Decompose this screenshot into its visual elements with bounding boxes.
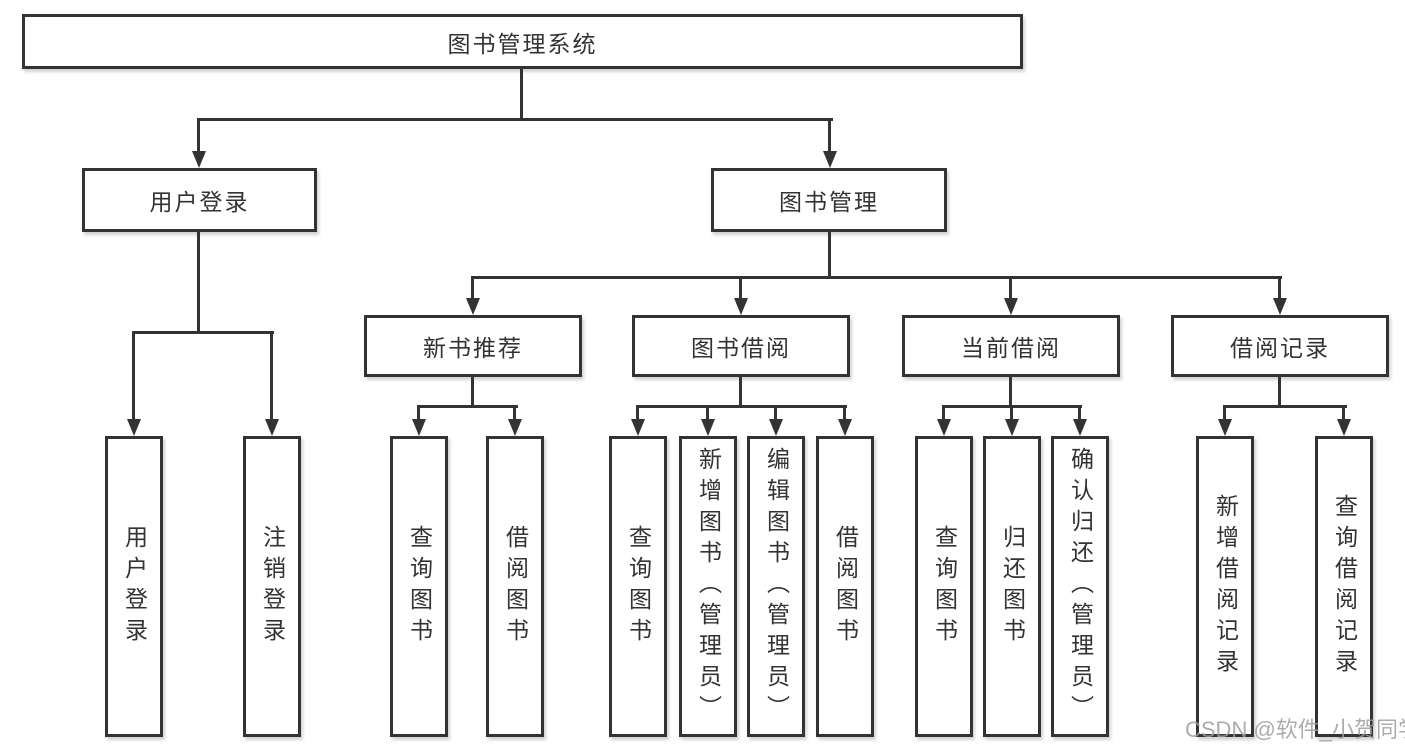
connector-line [739, 276, 742, 298]
arrowhead-down-icon [192, 151, 206, 168]
arrowhead-down-icon [1005, 419, 1019, 436]
csdn-watermark: CSDN @软件_小贺同学 [1185, 717, 1405, 742]
connector-line [828, 232, 831, 279]
connector-line [471, 276, 474, 298]
leaf-edit-book-admin: 编辑图书（管理员） [747, 436, 805, 737]
node-book-management: 图书管理 [711, 168, 947, 232]
leaf-borrow-books-borrowing: 借阅图书 [816, 436, 874, 737]
leaf-add-borrow-record: 新增借阅记录 [1196, 436, 1254, 737]
node-library-management-system: 图书管理系统 [22, 14, 1023, 69]
node-user-login: 用户登录 [82, 168, 317, 232]
connector-line [1278, 377, 1281, 408]
arrowhead-down-icon [265, 419, 279, 436]
connector-line [1009, 377, 1012, 408]
leaf-query-books-borrowing: 查询图书 [609, 436, 667, 737]
connector-line [636, 405, 847, 408]
arrowhead-down-icon [701, 419, 715, 436]
arrowhead-down-icon [769, 419, 783, 436]
connector-line [739, 377, 742, 408]
node-borrowing-records: 借阅记录 [1171, 315, 1389, 377]
connector-line [471, 377, 474, 408]
connector-line [1009, 276, 1012, 298]
arrowhead-down-icon [937, 419, 951, 436]
connector-line [197, 232, 200, 334]
arrowhead-down-icon [508, 419, 522, 436]
arrowhead-down-icon [1073, 419, 1087, 436]
arrowhead-down-icon [412, 419, 426, 436]
connector-line [1342, 405, 1345, 419]
connector-line [706, 405, 709, 419]
connector-line [774, 405, 777, 419]
arrowhead-down-icon [1273, 298, 1287, 315]
leaf-query-borrow-record: 查询借阅记录 [1315, 436, 1373, 737]
arrowhead-down-icon [127, 419, 141, 436]
connector-line [1078, 405, 1081, 419]
arrowhead-down-icon [838, 419, 852, 436]
arrowhead-down-icon [823, 151, 837, 168]
connector-line [843, 405, 846, 419]
connector-line [471, 276, 1282, 279]
arrowhead-down-icon [631, 419, 645, 436]
arrowhead-down-icon [1218, 419, 1232, 436]
connector-line [197, 118, 200, 151]
leaf-user-login: 用户登录 [105, 436, 163, 737]
arrowhead-down-icon [466, 298, 480, 315]
connector-line [197, 118, 833, 121]
leaf-confirm-return-admin: 确认归还（管理员） [1051, 436, 1109, 737]
connector-line [132, 331, 274, 334]
connector-line [417, 405, 518, 408]
connector-line [828, 118, 831, 151]
connector-line [942, 405, 945, 419]
arrowhead-down-icon [1004, 298, 1018, 315]
arrowhead-down-icon [1337, 419, 1351, 436]
connector-line [132, 331, 135, 419]
leaf-add-book-admin: 新增图书（管理员） [679, 436, 737, 737]
connector-line [1223, 405, 1347, 408]
leaf-borrow-books-recommend: 借阅图书 [486, 436, 544, 737]
connector-line [270, 331, 273, 419]
leaf-logout: 注销登录 [243, 436, 301, 737]
connector-line [1278, 276, 1281, 298]
node-book-borrowing: 图书借阅 [632, 315, 850, 377]
leaf-return-book: 归还图书 [983, 436, 1041, 737]
connector-line [1010, 405, 1013, 419]
connector-line [417, 405, 420, 419]
leaf-query-books-recommend: 查询图书 [390, 436, 448, 737]
connector-line [636, 405, 639, 419]
connector-line [520, 69, 523, 120]
leaf-query-books-current: 查询图书 [915, 436, 973, 737]
arrowhead-down-icon [734, 298, 748, 315]
connector-line [1223, 405, 1226, 419]
connector-line [513, 405, 516, 419]
node-new-book-recommendation: 新书推荐 [364, 315, 582, 377]
node-current-borrowing: 当前借阅 [902, 315, 1120, 377]
